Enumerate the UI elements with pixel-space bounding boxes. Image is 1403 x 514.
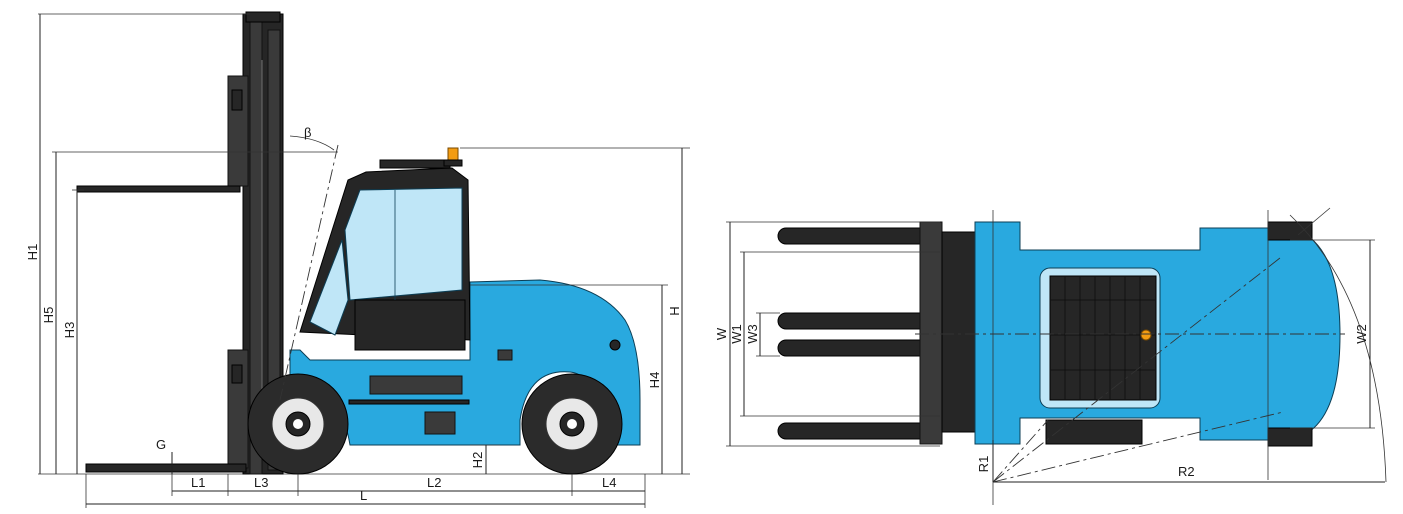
- top-carriage: [919, 221, 943, 445]
- top-mast: [941, 231, 979, 433]
- turning-radius: R1 R2: [976, 207, 1387, 505]
- label-H5: H5: [41, 307, 56, 324]
- side-view: β H1 H5 H3 H H4: [25, 11, 690, 508]
- label-L4: L4: [602, 475, 616, 490]
- dim-W1: W1: [729, 251, 940, 417]
- dim-W2: W2: [1290, 239, 1375, 429]
- carriage-raised: [76, 75, 249, 193]
- top-view: R1 R2 W W1 W3 W2: [714, 207, 1387, 505]
- label-H3: H3: [62, 322, 77, 339]
- label-H: H: [667, 306, 682, 315]
- dim-horizontal-row: L1 L3 L2 L4 L: [85, 474, 646, 508]
- label-R1: R1: [976, 456, 991, 473]
- label-R2: R2: [1178, 464, 1195, 479]
- label-W1: W1: [729, 324, 744, 344]
- dim-H: H: [460, 147, 690, 474]
- cab: [299, 159, 471, 351]
- label-W: W: [714, 327, 729, 340]
- top-forks: [777, 227, 929, 440]
- front-wheel: [247, 373, 349, 475]
- label-beta: β: [304, 125, 311, 140]
- label-L3: L3: [254, 475, 268, 490]
- top-chassis: [974, 221, 1341, 447]
- beacon-light: [443, 147, 463, 167]
- dim-W3: W3: [745, 312, 780, 357]
- label-H1: H1: [25, 244, 40, 261]
- dim-H3: H3: [62, 189, 84, 474]
- label-H2: H2: [470, 452, 485, 469]
- label-L: L: [360, 488, 367, 503]
- dim-G: G: [156, 437, 173, 474]
- rear-wheel: [521, 373, 623, 475]
- label-G: G: [156, 437, 166, 452]
- label-H4: H4: [647, 372, 662, 389]
- dim-H4: H4: [470, 284, 668, 474]
- dim-H2: H2: [470, 444, 500, 474]
- dim-H5: H5: [41, 151, 250, 474]
- label-W3: W3: [745, 324, 760, 344]
- tilt-angle-indicator: β: [248, 125, 339, 401]
- label-L2: L2: [427, 475, 441, 490]
- carriage-lowered: [85, 349, 249, 473]
- mast: [242, 11, 284, 475]
- dim-H1: H1: [25, 13, 250, 474]
- label-L1: L1: [191, 475, 205, 490]
- dim-W: W: [714, 221, 940, 447]
- label-W2: W2: [1354, 324, 1369, 344]
